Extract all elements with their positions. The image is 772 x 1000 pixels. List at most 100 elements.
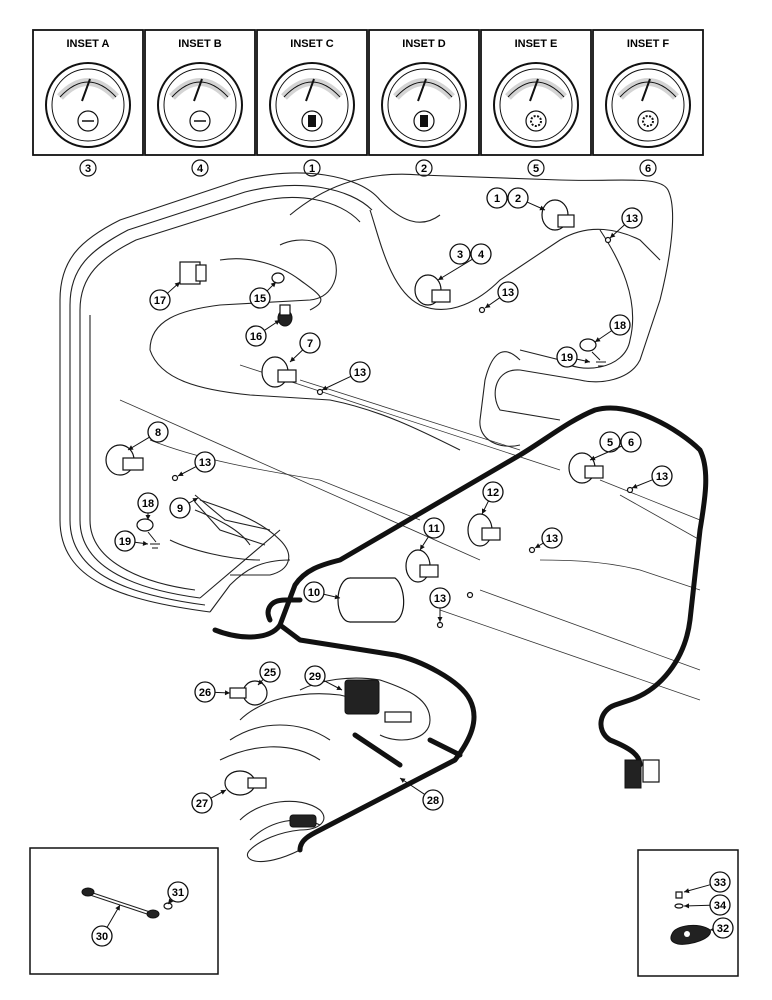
inset-title: INSET F [627,38,669,50]
callout-label: 15 [254,293,266,305]
gauge-8 [105,444,144,476]
gauge-11 [405,549,439,583]
callout-29: 29 [304,665,343,691]
callout-label: 12 [487,487,499,499]
gauge-1-2 [541,199,575,231]
terminals-13 [171,236,634,629]
sensor-18-right [579,338,601,361]
end-connector [624,759,660,789]
callout-34: 34 [683,894,731,916]
callout-label: 2 [515,193,521,205]
callout-25: 25 [257,661,281,686]
callout-label: 27 [196,798,208,810]
key-switch-25 [229,680,268,706]
inset-ref-label: 1 [309,163,315,175]
bulb-16 [277,304,293,327]
inset-title: INSET C [290,38,333,50]
callout-13: 13 [609,207,643,239]
inset-ref-label: 3 [85,163,91,175]
callout-13: 13 [484,281,519,309]
switch-27 [224,770,267,796]
callout-label: 11 [428,523,440,535]
callout-12: 12 [481,481,504,515]
gauge-oil-icon [637,110,659,132]
callout-13: 13 [321,361,371,391]
callout-label: 18 [142,498,154,510]
callout-19: 19 [114,530,149,552]
callout-18: 18 [137,492,159,520]
callout-label: 32 [717,923,729,935]
callout-label: 13 [656,471,668,483]
callout-2: 2 [507,187,546,211]
inset-a: INSET A [32,29,144,156]
gauge-7 [261,356,297,388]
callout-label: 9 [177,503,183,515]
callout-label: 26 [199,687,211,699]
callout-label: 25 [264,667,276,679]
callout-label: 18 [614,320,626,332]
callout-19: 19 [556,346,591,368]
inset-title: INSET D [402,38,445,50]
socket-15 [271,272,285,284]
callout-15: 15 [249,281,277,309]
callout-label: 30 [96,931,108,943]
callout-label: 8 [155,427,161,439]
callout-label: 1 [494,193,500,205]
callout-28: 28 [399,777,444,811]
relay-29 [344,679,412,723]
inset-ref-callout: 2 [415,159,433,177]
gauge-5-6 [568,452,604,484]
callout-30: 30 [91,904,121,947]
inset-ref-callout: 5 [527,159,545,177]
callout-31: 31 [167,881,189,905]
callout-9: 9 [169,497,199,519]
inset-c: INSET C [256,29,368,156]
inset-box-right [637,849,739,977]
gauge-10 [337,577,405,623]
callout-17: 17 [149,281,181,311]
callout-label: 3 [457,249,463,261]
inset-b: INSET B [144,29,256,156]
callout-26: 26 [194,681,231,703]
inset-box-left [29,847,219,975]
callout-13: 13 [177,451,216,477]
inset-d: INSET D [368,29,480,156]
inset-ref-label: 5 [533,163,539,175]
callout-5: 5 [599,431,621,453]
callout-label: 19 [561,352,573,364]
parts [105,199,660,828]
callout-10: 10 [303,581,341,603]
callout-4: 4 [437,243,492,281]
callout-8: 8 [127,421,169,451]
callout-label: 5 [607,437,613,449]
callout-label: 16 [250,331,262,343]
harness-9 [194,494,271,546]
callout-label: 34 [714,900,727,912]
callout-label: 10 [308,587,320,599]
inset-ref-callout: 3 [79,159,97,177]
callout-label: 13 [199,457,211,469]
ground-19-right [596,361,606,367]
ground-19-left [150,543,160,549]
inset-title: INSET A [67,38,110,50]
callout-label: 13 [502,287,514,299]
gauge-temp-icon [77,110,99,132]
callout-13: 13 [534,527,563,549]
callout-33: 33 [683,871,731,894]
callout-11: 11 [419,517,445,551]
inset-title: INSET E [515,38,558,50]
inset-e: INSET E [480,29,592,156]
callout-label: 19 [119,536,131,548]
gauge-fuel-icon [301,110,323,132]
harness-connector [289,814,317,828]
callout-1: 1 [486,187,508,209]
callout-label: 13 [546,533,558,545]
callout-label: 28 [427,795,439,807]
callout-32: 32 [709,917,734,939]
callout-label: 13 [434,593,446,605]
callout-label: 31 [172,887,184,899]
gauge-temp-icon [189,110,211,132]
gauge-3-4 [414,274,451,306]
callout-label: 13 [626,213,638,225]
